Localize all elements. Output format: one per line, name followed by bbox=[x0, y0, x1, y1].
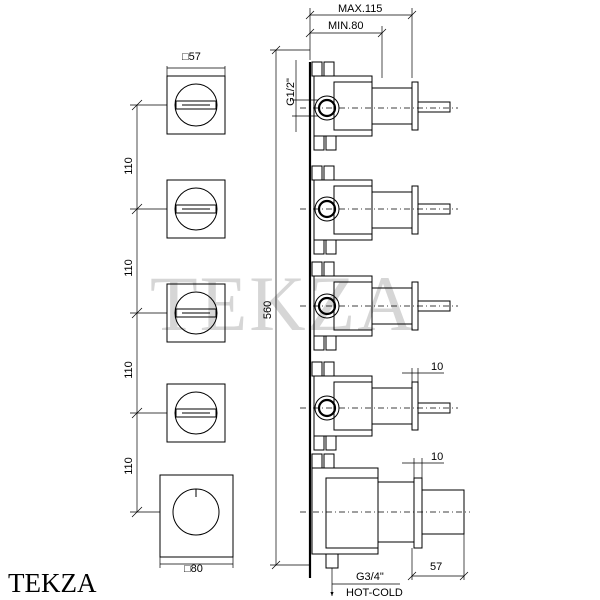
valve-body-1 bbox=[300, 61, 458, 151]
handle-width-label-upper: 10 bbox=[431, 361, 443, 373]
inlet-thread-label: G1/2" bbox=[285, 78, 297, 106]
thermostat-plate bbox=[159, 474, 234, 558]
side-view: MAX.115 MIN.80 G1/2" 560 bbox=[262, 3, 470, 599]
valve-body-3 bbox=[300, 261, 458, 351]
valve-body-4 bbox=[300, 361, 458, 451]
front-view: □57 □80 110 110 110 110 bbox=[123, 51, 234, 575]
bottom-depth-label: 57 bbox=[430, 561, 442, 573]
min-depth-label: MIN.80 bbox=[328, 20, 363, 32]
valve-body-2 bbox=[300, 165, 458, 255]
spacing-label-2: 110 bbox=[123, 259, 135, 277]
watermark-text: TEKZA bbox=[150, 260, 416, 347]
supply-thread-label: G3/4" bbox=[356, 571, 384, 583]
spacing-label-3: 110 bbox=[123, 361, 135, 379]
brand-logo: TEKZA bbox=[8, 568, 97, 598]
spacing-label-1: 110 bbox=[123, 157, 135, 175]
supply-note-label: HOT-COLD bbox=[346, 587, 403, 599]
top-plate-size-label: □57 bbox=[182, 51, 201, 63]
control-plate-2 bbox=[166, 179, 226, 239]
max-depth-label: MAX.115 bbox=[338, 3, 382, 15]
control-plate-1 bbox=[166, 75, 226, 135]
spacing-label-4: 110 bbox=[123, 457, 135, 475]
control-plate-4 bbox=[166, 383, 226, 443]
thermostat-body bbox=[300, 453, 470, 569]
spacing-dimension: 110 110 110 110 bbox=[123, 99, 167, 518]
handle-width-label-lower: 10 bbox=[431, 451, 443, 463]
bottom-plate-size-label: □80 bbox=[184, 563, 203, 575]
total-height-label: 560 bbox=[262, 301, 274, 319]
